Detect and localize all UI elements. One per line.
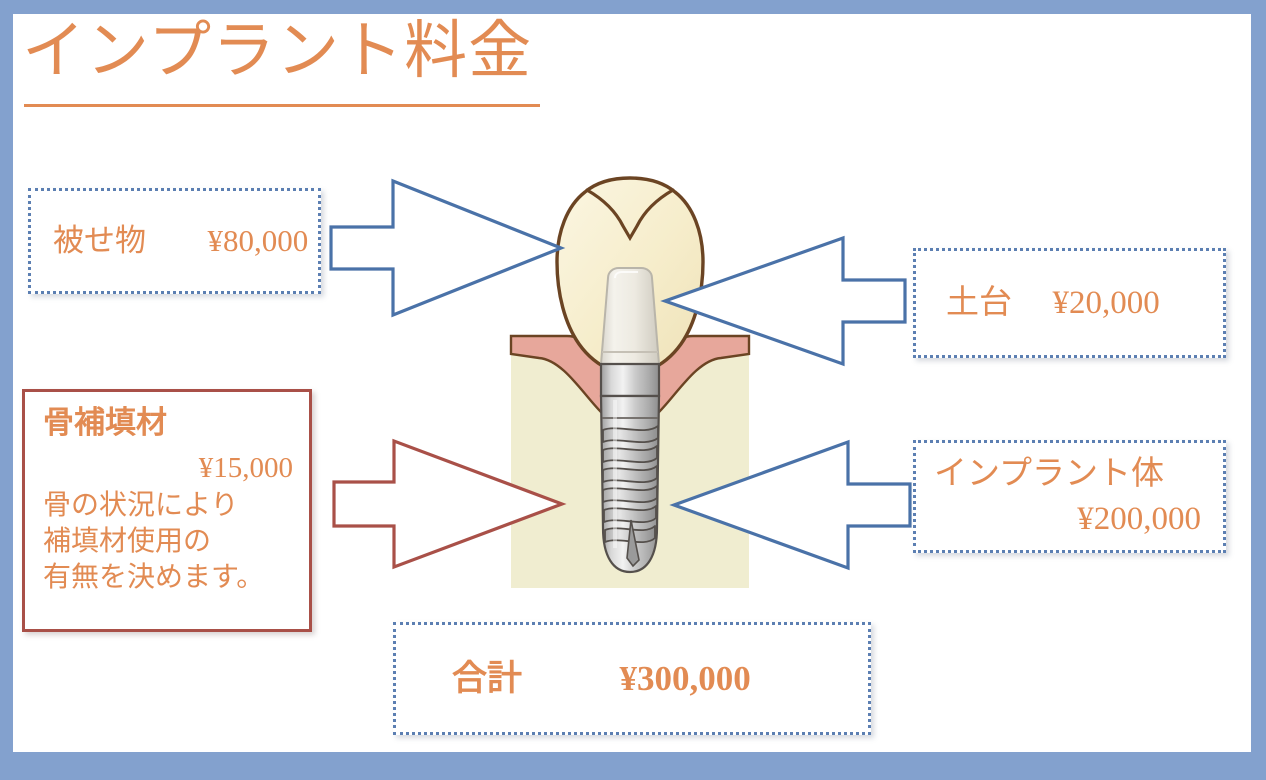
total-label-price: ¥300,000 — [619, 658, 751, 698]
crown-fissure — [585, 188, 675, 242]
abutment-label-price: ¥20,000 — [1052, 284, 1160, 321]
bone-graft-label-price: ¥15,000 — [198, 452, 293, 485]
frame-band-left — [0, 0, 13, 780]
label-box-total[interactable]: 合計 ¥300,000 — [393, 622, 871, 735]
bone-graft-note-line-3: 有無を決めます。 — [43, 561, 265, 593]
arrow-to-implant-body — [669, 439, 912, 571]
implant-illustration — [509, 176, 751, 588]
frame-band-right — [1251, 0, 1266, 780]
implant-body-label-name: インプラント体 — [934, 455, 1165, 492]
total-label-line: 合計 ¥300,000 — [452, 655, 868, 702]
bone-graft-label-name: 骨補填材 — [43, 405, 167, 440]
arrow-to-abutment — [660, 235, 907, 367]
arrow-to-crown — [329, 178, 566, 318]
crown-label-name: 被せ物 — [53, 223, 146, 259]
abutment — [599, 267, 661, 379]
frame-band-top — [0, 0, 1266, 14]
abutment-label-name: 土台 — [946, 284, 1012, 321]
implant-screw — [599, 362, 661, 574]
title-underline — [24, 104, 540, 107]
frame-band-bottom — [0, 752, 1266, 780]
label-box-abutment[interactable]: 土台 ¥20,000 — [913, 248, 1226, 358]
abutment-label-line: 土台 ¥20,000 — [946, 281, 1223, 326]
label-box-implant-body[interactable]: インプラント体 ¥200,000 — [913, 440, 1226, 553]
crown-label-price: ¥80,000 — [207, 223, 309, 259]
page-title: インプラント料金 — [22, 14, 533, 87]
abutment-highlight — [614, 271, 638, 279]
bone-graft-note-line-1: 骨の状況により — [43, 489, 239, 521]
bone-graft-note-line-2: 補填材使用の — [43, 525, 212, 557]
arrow-to-bone-graft — [332, 438, 567, 570]
label-box-crown[interactable]: 被せ物 ¥80,000 — [28, 188, 321, 294]
label-box-bone-graft[interactable]: 骨補填材 ¥15,000 骨の状況により 補填材使用の 有無を決めます。 — [22, 389, 312, 632]
total-label-name: 合計 — [452, 658, 523, 698]
crown-label-line: 被せ物 ¥80,000 — [53, 220, 318, 262]
implant-body-label-price: ¥200,000 — [1077, 500, 1201, 537]
